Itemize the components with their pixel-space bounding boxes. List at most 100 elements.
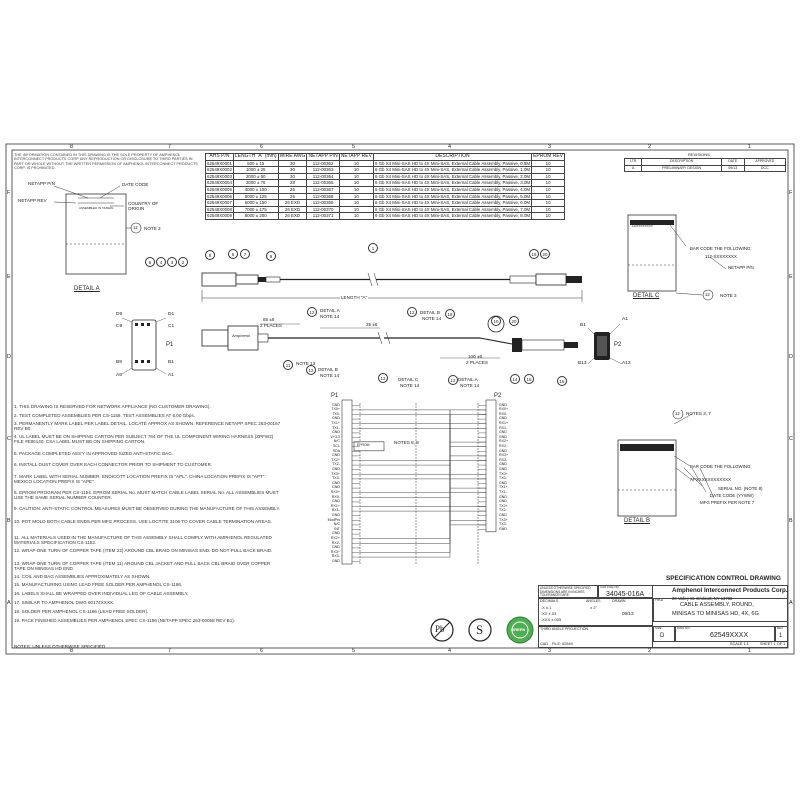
parts-table-header-cell: NETAPP P/N xyxy=(306,153,340,161)
zone-bottom-label: 6 xyxy=(260,648,263,654)
sheet-label: SHEET 1 OF 1 xyxy=(760,642,786,646)
item-balloon: 12 xyxy=(407,307,417,317)
p2-signal-label: TX3+ xyxy=(499,517,508,522)
detail-c-note3: NOTE 3 xyxy=(720,293,737,298)
p2-signal-label: RX3- xyxy=(499,457,508,462)
file-label: FILE: 62549 xyxy=(552,642,573,646)
p1-signal-label: RX0+ xyxy=(330,489,340,494)
parts-table-cell: 62549X0001 xyxy=(205,159,234,168)
parts-table-cell: 62549X0009 xyxy=(205,212,234,220)
parts-table-cell: 112-00365 xyxy=(306,179,340,187)
cad-file-label: CAD FILE NO. xyxy=(600,585,620,589)
p1-signal-label: N/C xyxy=(333,522,340,527)
size-label: SIZE xyxy=(655,626,662,630)
assembly-graphic xyxy=(201,272,583,359)
eprom-notes: NOTES 8, 9 xyxy=(394,440,419,445)
p1-signal-label: GND xyxy=(332,531,340,536)
title-line-2: MINISAS TO MINISAS HD, 4X, 6G xyxy=(672,611,759,617)
p1-pin-b1: B1 xyxy=(168,360,174,365)
parts-table-cell: 112-00370 xyxy=(306,205,340,214)
notes-footer: NOTES: UNLESS OTHERWISE SPECIFIED xyxy=(14,644,106,649)
detail-b-date-code: DATE CODE (YYWW) xyxy=(710,493,754,498)
assembly-note-label: DETAIL B xyxy=(318,367,338,372)
parts-table-cell: 10 xyxy=(531,166,566,174)
item-balloon: 18 xyxy=(445,309,455,319)
zone-top-label: 3 xyxy=(548,144,551,150)
parts-table-header-cell: LENGTH "A" (mm) xyxy=(232,153,279,161)
parts-table-cell: 62549X0005 xyxy=(205,185,234,194)
pb-symbol: Pb xyxy=(435,624,445,634)
drawing-note: 5. PACKAGE COMPLETED ASS'Y IN APPROVED S… xyxy=(14,451,174,456)
dim-places: 2 PLACES xyxy=(260,323,282,328)
parts-table-cell: 6000 ± 150 xyxy=(232,199,279,207)
p2-signal-label: GND xyxy=(499,416,507,421)
p2-signal-label: TX2+ xyxy=(499,503,508,508)
p1-signal-label: N/C xyxy=(333,439,340,444)
detail-a-balloon: 12 xyxy=(133,225,138,230)
detail-a-note3: NOTE 3 xyxy=(144,226,161,231)
parts-table-header-cell: WIRE AWG xyxy=(277,153,308,161)
parts-table-cell: 30 xyxy=(277,166,308,174)
parts-table-cell: 26 EXD xyxy=(277,199,308,207)
parts-table-cell: 10 xyxy=(338,159,374,168)
p2-signal-label: TX3- xyxy=(499,522,507,527)
revisions-header-cell: DESCRIPTION xyxy=(641,158,722,166)
parts-table-cell: 8000 ± 200 xyxy=(232,212,279,220)
detail-c-barcode-text: 112XXXXXXXX xyxy=(632,224,653,228)
p1-title: P1 xyxy=(166,342,174,348)
p1-signal-label: RX3+ xyxy=(330,549,340,554)
detail-c-balloon: 12 xyxy=(705,292,710,297)
item-balloon-number: 7 xyxy=(243,251,247,257)
item-balloon-number: 12 xyxy=(380,375,386,381)
parts-table-cell: 10 xyxy=(531,179,566,187)
parts-table-cell: 6 Gb X4 Mini-SAS HD to 4X Mini-SAS, Exte… xyxy=(372,166,533,174)
p2-signal-label: RX2- xyxy=(499,443,508,448)
parts-table-cell: 62549X0008 xyxy=(205,205,234,214)
p2-pin-b13: B13 xyxy=(578,361,587,366)
item-balloon: 16 xyxy=(524,374,534,384)
p1-pin-d1: D1 xyxy=(168,312,175,317)
item-balloon: 5 xyxy=(145,257,155,267)
p2-signal-label: TX1+ xyxy=(499,485,508,490)
parts-table-cell: 10 xyxy=(338,199,374,207)
parts-table-cell: 62549X0002 xyxy=(205,166,234,174)
item-balloon: 12 xyxy=(378,373,388,383)
parts-table-cell: 112-00362 xyxy=(306,159,340,168)
company-address: 20 Valley St. Endicott, NY 13760 xyxy=(672,596,733,601)
parts-table-cell: 112-00369 xyxy=(306,199,340,207)
detail-b-notes: NOTES 3, 7 xyxy=(686,411,711,416)
cad-file-no: 34045-016A xyxy=(606,591,645,598)
detail-b-balloon: 12 xyxy=(675,411,680,416)
zone-left-label: E xyxy=(7,274,11,280)
p1-signal-label: TX2- xyxy=(332,462,340,467)
parts-table-cell: 6 Gb X4 Mini-SAS HD to 4X Mini-SAS, Exte… xyxy=(372,159,533,168)
zone-top-label: 1 xyxy=(748,144,751,150)
p1-signal-label: V+3.3 xyxy=(330,434,341,439)
parts-table-cell: 2000 ± 50 xyxy=(232,172,279,181)
drawing-note: 12. WRAP ONE TURN OF COPPER TAPE (ITEM 2… xyxy=(14,548,273,553)
p2-signal-label: GND xyxy=(499,448,507,453)
p2-signal-label: RX0+ xyxy=(499,407,509,412)
p1-signal-label: GND xyxy=(332,480,340,485)
zone-right-label: D xyxy=(789,354,793,360)
rev-value: 1 xyxy=(779,633,783,639)
p1-signal-label: TX3+ xyxy=(331,471,340,476)
parts-table-cell: 6 Gb X4 Mini-SAS HD to 4X Mini-SAS, Exte… xyxy=(372,172,533,181)
parts-table-cell: 6 Gb X4 Mini-SAS HD to 4X Mini-SAS, Exte… xyxy=(372,205,533,214)
parts-table-cell: 6 Gb X4 Mini-SAS HD to 4X Mini-SAS, Exte… xyxy=(372,185,533,194)
p2-signal-label: RX0- xyxy=(499,411,508,416)
assembly-note-label: NOTE 14 xyxy=(400,383,420,388)
item-balloon-number: 20 xyxy=(511,318,517,324)
p2-signal-label: RX3+ xyxy=(499,453,509,458)
revisions-cell: A xyxy=(623,164,643,173)
revisions-cell: PRELIMINARY DESIGN xyxy=(641,164,722,173)
item-balloon-number: 12 xyxy=(308,367,314,373)
p2-signal-label: GND xyxy=(499,402,507,407)
detail-b-serial-label: SERIAL NO. (NOTE 8) xyxy=(718,486,763,491)
item-balloon: 20 xyxy=(540,249,550,259)
